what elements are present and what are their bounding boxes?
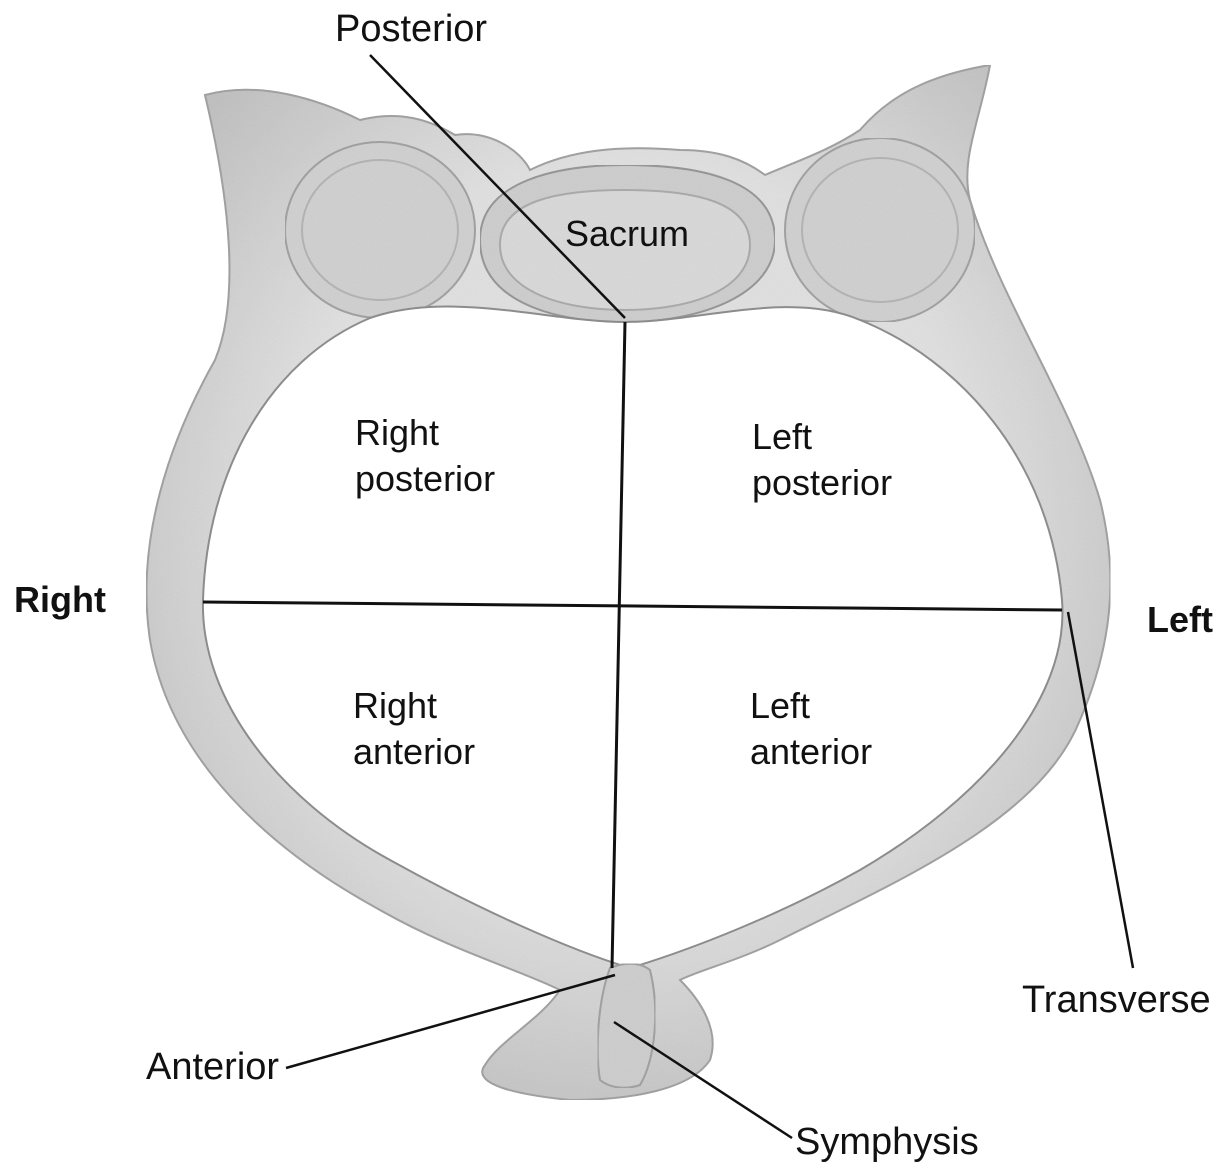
- right-posterior-line-2: posterior: [355, 456, 495, 502]
- left-posterior-line-1: Left: [752, 414, 892, 460]
- right-anterior-line-1: Right: [353, 683, 475, 729]
- right-side-label: Right: [14, 576, 106, 624]
- right-anterior-quadrant-label: Right anterior: [353, 683, 475, 775]
- sacrum-label: Sacrum: [565, 210, 689, 258]
- left-side-label: Left: [1147, 596, 1213, 644]
- left-posterior-line-2: posterior: [752, 460, 892, 506]
- left-posterior-quadrant-label: Left posterior: [752, 414, 892, 506]
- right-anterior-line-2: anterior: [353, 729, 475, 775]
- symphysis-label: Symphysis: [795, 1118, 979, 1166]
- right-sacroiliac-joint: [285, 142, 475, 318]
- anterior-label: Anterior: [146, 1043, 279, 1091]
- right-posterior-line-1: Right: [355, 410, 495, 456]
- left-anterior-line-1: Left: [750, 683, 872, 729]
- right-posterior-quadrant-label: Right posterior: [355, 410, 495, 502]
- left-anterior-quadrant-label: Left anterior: [750, 683, 872, 775]
- transverse-leader-line: [1068, 612, 1133, 968]
- posterior-label: Posterior: [335, 5, 487, 53]
- left-anterior-line-2: anterior: [750, 729, 872, 775]
- left-sacroiliac-joint: [785, 138, 975, 322]
- transverse-label: Transverse: [1022, 976, 1211, 1024]
- symphysis-bone: [598, 964, 656, 1088]
